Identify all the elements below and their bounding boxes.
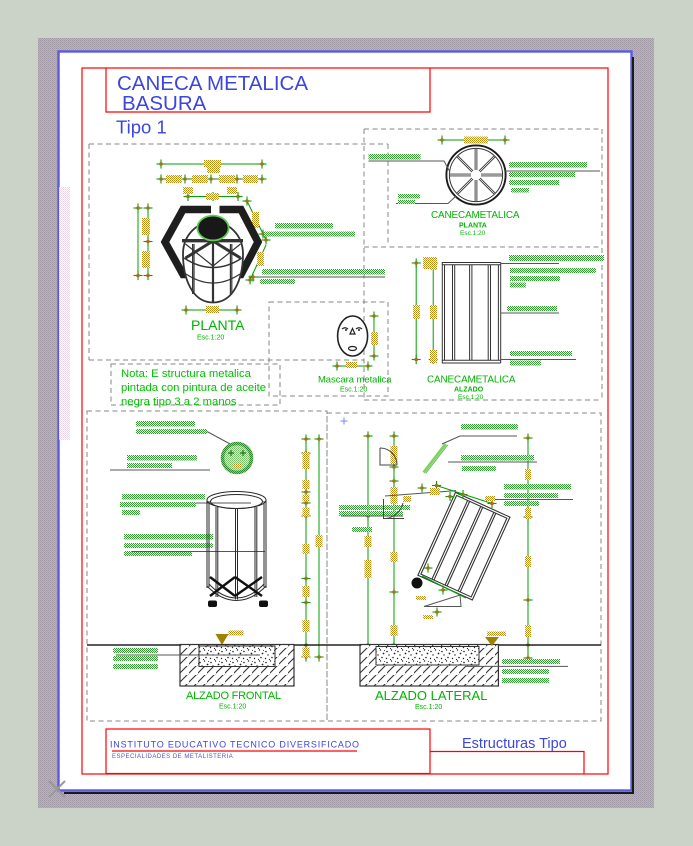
svg-text:Mascara metalica: Mascara metalica: [318, 374, 392, 385]
svg-text:Tipo 1: Tipo 1: [116, 117, 167, 138]
svg-text:Esc.1:20: Esc.1:20: [415, 704, 442, 711]
svg-text:CANECA METALICA: CANECA METALICA: [117, 72, 308, 95]
svg-text:Esc.1:20: Esc.1:20: [197, 335, 224, 342]
svg-text:Esc.1:20: Esc.1:20: [458, 394, 484, 401]
svg-text:PLANTA: PLANTA: [191, 317, 245, 333]
svg-text:INSTITUTO EDUCATIVO TECNICO: INSTITUTO EDUCATIVO TECNICO DIVERSIFICAD…: [110, 740, 360, 750]
svg-text:Estructuras Tipo: Estructuras Tipo: [462, 736, 567, 752]
svg-text:Esc.1:20: Esc.1:20: [340, 387, 367, 394]
svg-text:pintada con pintura de aceite: pintada con pintura de aceite: [121, 382, 266, 394]
svg-text:negra tipo 3 a 2 manos: negra tipo 3 a 2 manos: [121, 396, 237, 408]
svg-text:Nota: E structura metalica: Nota: E structura metalica: [121, 368, 252, 380]
svg-text:ESPECIALIDADES DE METALISTER: ESPECIALIDADES DE METALISTERIA: [112, 754, 233, 760]
svg-text:BASURA: BASURA: [122, 92, 207, 115]
svg-text:ALZADO FRONTAL: ALZADO FRONTAL: [186, 690, 281, 702]
svg-text:ALZADO: ALZADO: [454, 387, 484, 394]
svg-text:Esc.1:20: Esc.1:20: [219, 704, 246, 711]
svg-text:Esc.1:20: Esc.1:20: [460, 230, 486, 237]
svg-text:PLANTA: PLANTA: [459, 223, 487, 230]
svg-text:ALZADO LATERAL: ALZADO LATERAL: [375, 688, 487, 703]
svg-text:CANECAMETALICA: CANECAMETALICA: [431, 210, 520, 221]
svg-text:CANECAMETALICA: CANECAMETALICA: [427, 375, 516, 386]
